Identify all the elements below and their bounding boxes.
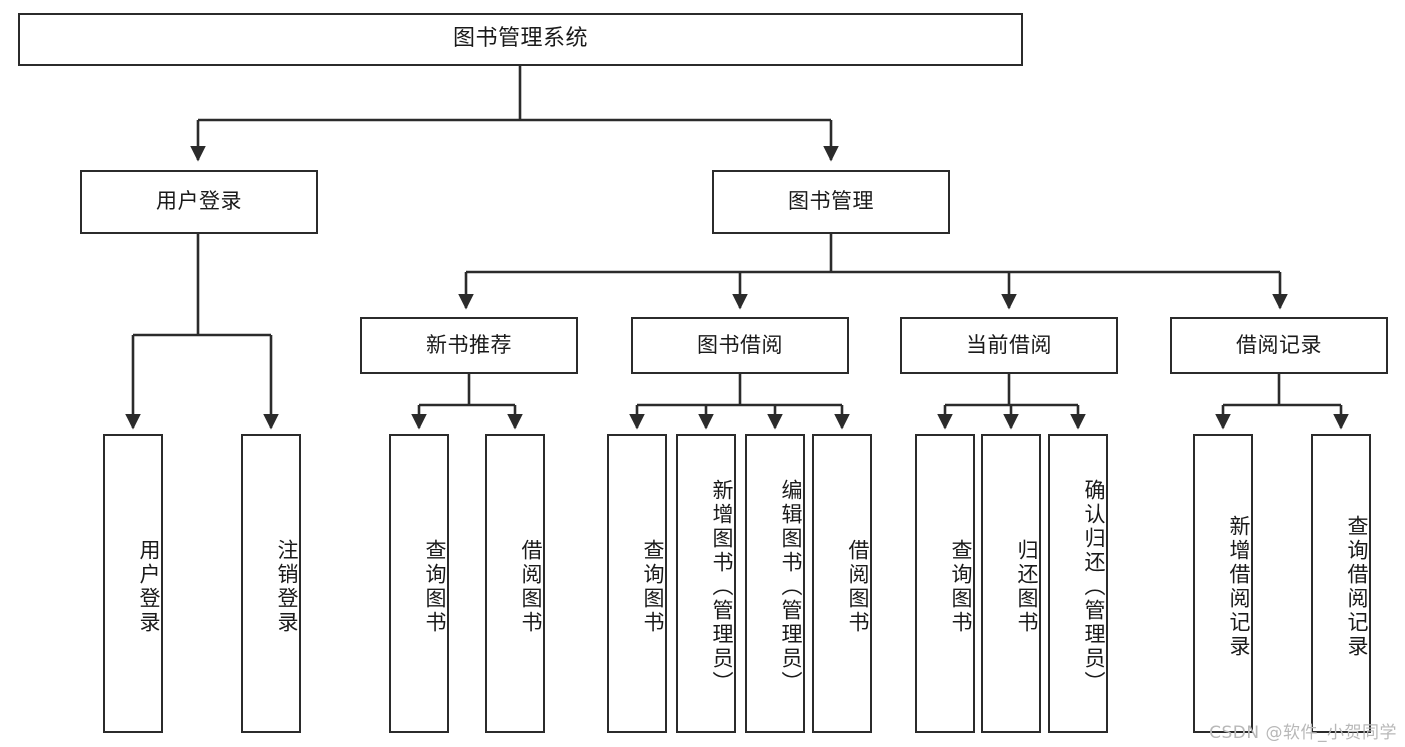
- leaf-newbook-query-book[interactable]: 查询图书: [389, 434, 449, 733]
- node-label: 确认归还（管理员）: [1082, 478, 1106, 695]
- node-label: 新增借阅记录: [1227, 514, 1251, 659]
- node-label: 查询图书: [641, 538, 665, 635]
- leaf-current-return-book[interactable]: 归还图书: [981, 434, 1041, 733]
- node-root-system[interactable]: 图书管理系统: [18, 13, 1023, 66]
- node-label: 用户登录: [137, 538, 161, 635]
- leaf-newbook-borrow-book[interactable]: 借阅图书: [485, 434, 545, 733]
- node-label: 查询借阅记录: [1345, 514, 1369, 659]
- node-book-management[interactable]: 图书管理: [712, 170, 950, 234]
- leaf-borrow-borrow-book[interactable]: 借阅图书: [812, 434, 872, 733]
- leaf-user-logout[interactable]: 注销登录: [241, 434, 301, 733]
- leaf-records-query-record[interactable]: 查询借阅记录: [1311, 434, 1371, 733]
- node-book-borrow[interactable]: 图书借阅: [631, 317, 849, 374]
- node-label: 图书管理: [788, 189, 874, 214]
- node-label: 借阅图书: [519, 538, 543, 635]
- node-label: 注销登录: [275, 538, 299, 635]
- leaf-borrow-add-book-admin[interactable]: 新增图书（管理员）: [676, 434, 736, 733]
- leaf-borrow-query-book[interactable]: 查询图书: [607, 434, 667, 733]
- leaf-user-login[interactable]: 用户登录: [103, 434, 163, 733]
- node-label: 新增图书（管理员）: [710, 478, 734, 695]
- node-label: 借阅记录: [1236, 332, 1322, 357]
- node-new-book-recommend[interactable]: 新书推荐: [360, 317, 578, 374]
- node-user-login[interactable]: 用户登录: [80, 170, 318, 234]
- node-current-borrow[interactable]: 当前借阅: [900, 317, 1118, 374]
- leaf-borrow-edit-book-admin[interactable]: 编辑图书（管理员）: [745, 434, 805, 733]
- node-label: 借阅图书: [846, 538, 870, 635]
- node-label: 归还图书: [1015, 538, 1039, 635]
- leaf-records-add-record[interactable]: 新增借阅记录: [1193, 434, 1253, 733]
- node-label: 当前借阅: [966, 332, 1052, 357]
- node-label: 用户登录: [156, 189, 242, 214]
- leaf-current-confirm-return-admin[interactable]: 确认归还（管理员）: [1048, 434, 1108, 733]
- leaf-current-query-book[interactable]: 查询图书: [915, 434, 975, 733]
- node-label: 查询图书: [949, 538, 973, 635]
- node-label: 图书借阅: [697, 332, 783, 357]
- node-borrow-records[interactable]: 借阅记录: [1170, 317, 1388, 374]
- node-label: 图书管理系统: [452, 26, 588, 52]
- watermark-text: CSDN @软件_小贺同学: [1209, 723, 1397, 743]
- node-label: 新书推荐: [426, 332, 512, 357]
- node-label: 查询图书: [423, 538, 447, 635]
- node-label: 编辑图书（管理员）: [779, 478, 803, 695]
